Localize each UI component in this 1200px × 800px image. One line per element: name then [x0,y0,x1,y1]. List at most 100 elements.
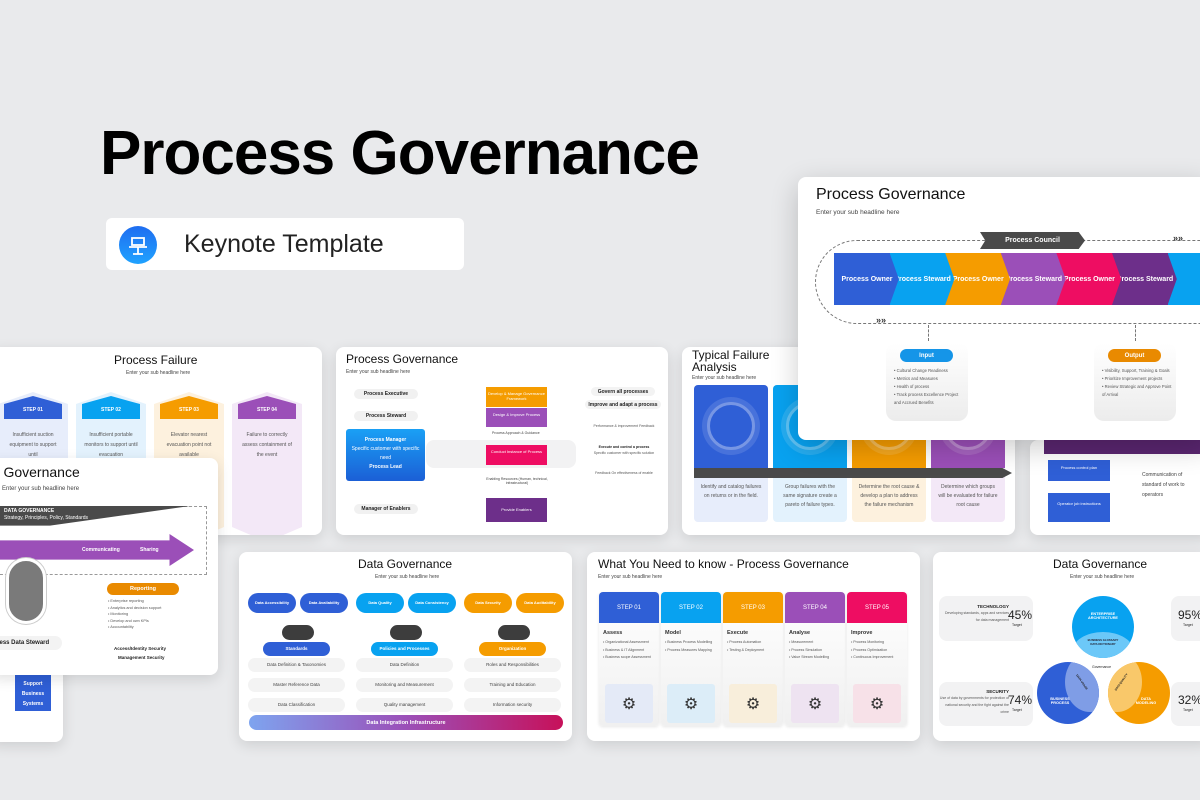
input-list: Cultural Change ReadinessMetrics and Mea… [894,367,966,407]
slide-process-governance-front[interactable]: Process Governance Enter your sub headli… [798,177,1200,440]
input-card: Input Cultural Change ReadinessMetrics a… [886,343,968,421]
operator-box: Operator job instructions [1048,493,1110,522]
hub-icon [498,625,530,640]
step-item: Process Optimization [851,647,907,655]
right-effectiveness: Feedback On effectiveness of enable [595,471,653,475]
control-plan-box: Process control plan [1048,460,1110,481]
group-item: Data Definition [356,658,453,672]
slide-data-governance[interactable]: Data Governance Enter your sub headline … [239,552,572,741]
steward-icon [6,558,46,624]
arrow-sharing: Sharing [140,547,159,553]
step-item: Process Measures Mapping [665,647,721,655]
list-item: Metrics and Measures [894,375,966,383]
output-card: Output Visibility, Support, Training & G… [1094,343,1176,421]
group-item: Quality management [356,698,453,712]
slide-subtitle: Enter your sub headline here [346,369,411,375]
step-item: Process Simulation [789,647,845,655]
step-items: Business Process ModellingProcess Measur… [665,639,721,654]
timeline-arrow [694,468,1012,478]
slide-steps[interactable]: What You Need to know - Process Governan… [587,552,920,741]
step-label: STEP 01 [4,396,62,419]
step-item: Process Automation [727,639,783,647]
group-item: Information security [464,698,561,712]
circle-enterprise [1072,596,1134,658]
flowchart-icon: ⚙ [667,684,715,723]
template-badge: Keynote Template [106,218,464,270]
slide-subtitle: Enter your sub headline here [126,370,191,376]
keynote-icon [119,226,157,264]
slide-data-governance-front[interactable]: Data Governance Enter your sub headline … [0,458,218,675]
step-text: Insufficient suction equipment to suppor… [9,432,57,458]
step-header: STEP 03 [723,592,783,623]
chevron-step: Process Owner [834,253,900,305]
gear-check-icon: ⚙ [729,684,777,723]
hub-icon [282,625,314,640]
reporting-pill: Reporting [107,583,179,595]
step-header: STEP 04 [785,592,845,623]
list-item: Track process Excellence Project and Acc… [894,391,966,407]
stat-sec-value: 74% [1008,693,1033,707]
step-heading: Execute [727,630,749,636]
step-item: Business scope Assessment [603,654,659,662]
step-header: STEP 02 [661,592,721,623]
step-item: Business Process Modelling [665,639,721,647]
step-header: STEP 01 [599,592,659,623]
list-item: Prioritize Improvement projects [1102,375,1174,383]
output-pill: Output [1108,349,1161,362]
list-item: Analytics and decision support [108,605,180,612]
circle-modeling [1108,662,1170,724]
group-item: Monitoring and Measurement [356,678,453,692]
input-pill: Input [900,349,953,362]
right-improve: Improve and adapt a process [585,400,661,409]
communication-text: Communication of standard of work to ope… [1142,472,1185,498]
support-business-systems: Support Business Systems [15,675,51,711]
step-text: Failure to correctly assess containment … [242,432,292,458]
output-list: Visibility, Support, Training & GoalsPri… [1102,367,1174,399]
process-manager-box: Process Manager Specific customer with s… [346,429,425,481]
list-item: Health of process [894,383,966,391]
analysis-header [694,385,768,468]
label-glossary: BUSINESS GLOSSARY DATA DICTIONARY [1087,638,1119,646]
chevron-step: Process Steward [889,253,956,305]
slide-title: Process Governance [816,186,966,203]
step-items: Process MonitoringProcess OptimizationCo… [851,639,907,662]
list-item: Visibility, Support, Training & Goals [1102,367,1174,375]
slide-subtitle: Enter your sub headline here [692,375,757,381]
council-banner: Process Council [980,232,1085,249]
mid-develop: Develop & Manage Governance Framework [486,387,547,407]
slide-title: Data Governance [0,464,80,480]
step-item: Organizational Assessment [603,639,659,647]
chevrons-forward-icon: »» [876,315,887,325]
slide-data-venn[interactable]: Data Governance Enter your sub headline … [933,552,1200,741]
document-search-icon: ⚙ [605,684,653,723]
group-name: Standards [263,642,330,656]
circle-business [1037,662,1099,724]
step-text: Insufficient portable monitors to suppor… [84,432,138,458]
note-enabling: Enabling Resources (Human, technical, in… [486,477,548,485]
stat-tech-label: Target [1012,623,1022,627]
step-item: Testing & Deployment [727,647,783,655]
list-item: Cultural Change Readiness [894,367,966,375]
attribute-pill: Data Consistency [408,593,456,613]
mid-conduct: Conduct Instance of Process [486,445,547,465]
slide-subtitle: Enter your sub headline here [2,486,80,492]
step-text: Elevator nearest evacuation point not av… [166,432,212,458]
analysis-icon [707,402,755,450]
hero-title: Process Governance [100,119,700,188]
attribute-pill: Data Availability [300,593,348,613]
step-header: STEP 05 [847,592,907,623]
label-enterprise: ENTERPRISE ARCHITECTURE [1088,612,1118,620]
report-list: Enterprise reportingAnalytics and decisi… [108,598,180,631]
list-item: Accountability [108,624,180,631]
step-item: Process Monitoring [851,639,907,647]
step-label: STEP 03 [160,396,218,419]
stat-sec-label: Target [1012,708,1022,712]
analysis-chart-icon: ⚙ [791,684,839,723]
slide-control-plan[interactable]: Process control plan Operator job instru… [1030,440,1200,535]
stat-tech-text: Developing standards, apps and services … [945,611,1010,622]
step-label: STEP 02 [82,396,140,419]
slide-process-flow[interactable]: Process Governance Enter your sub headli… [336,347,668,535]
mid-provide: Provide Enablers [486,498,547,522]
analysis-text: Identify and catalog failures on returns… [700,484,762,499]
label-business: BUSINESS PROCESS [1050,697,1070,705]
